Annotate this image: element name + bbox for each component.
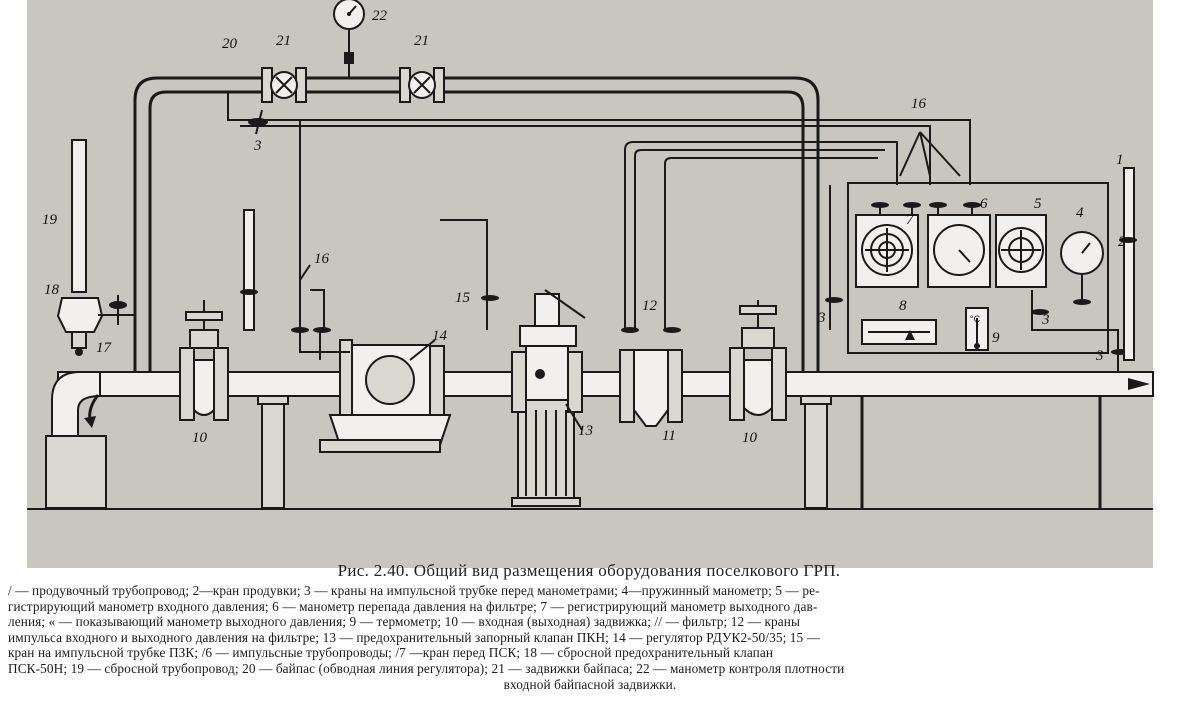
safety-shutoff-valve	[481, 289, 586, 507]
label-16-left: 16	[314, 251, 330, 267]
bypass-density-manometer	[333, 0, 365, 78]
impulse-crane-bypass	[248, 109, 268, 135]
label-8: 8	[899, 298, 907, 314]
figure-legend: / — продувочный трубопровод; 2—кран прод…	[8, 583, 1172, 692]
label-11: 11	[662, 428, 676, 444]
label-21-right: 21	[414, 33, 429, 49]
label-leaders	[299, 131, 961, 431]
legend-line: / — продувочный трубопровод; 2—кран прод…	[8, 583, 820, 598]
inlet-gate-valve	[179, 300, 229, 421]
impulse-tubes-top	[227, 92, 971, 330]
filter	[619, 327, 683, 427]
outlet-gate-valve	[729, 300, 787, 421]
instrument-panel	[825, 182, 1129, 509]
bypass-line	[133, 76, 820, 372]
label-16-right: 16	[911, 96, 927, 112]
legend-line: ПСК-50Н; 19 — сбросной трубопровод; 20 —…	[8, 660, 845, 676]
legend-line: ления; « — показывающий манометр выходно…	[8, 614, 801, 630]
bypass-gate-valve-left	[261, 67, 307, 103]
vertical-gauge-tube	[240, 209, 258, 331]
legend-line: входной байпасной задвижки.	[503, 676, 677, 692]
bypass-gate-valve-right	[399, 67, 445, 103]
figure-caption: Рис. 2.40. Общий вид размещения оборудов…	[337, 561, 841, 580]
legend-line: гистрирующий манометр входного давления;…	[8, 598, 818, 614]
label-21-left: 21	[276, 33, 291, 49]
callout-labels: 1 2 3 3 3 3 4 5 6 7 8 9 10 10 11 12 13 1…	[42, 8, 1126, 446]
label-4: 4	[1076, 205, 1084, 221]
label-1: 1	[1116, 152, 1124, 168]
label-3-right: 3	[1095, 348, 1104, 364]
label-3-bypass: 3	[253, 138, 262, 154]
label-17: 17	[96, 340, 113, 356]
pressure-regulator	[291, 289, 452, 453]
label-12: 12	[642, 298, 658, 314]
pipe-supports	[257, 395, 832, 509]
label-10-inlet: 10	[192, 430, 208, 446]
label-3-left: 3	[817, 310, 826, 326]
label-14: 14	[432, 328, 448, 344]
label-5: 5	[1034, 196, 1042, 212]
label-22: 22	[372, 8, 388, 24]
label-19: 19	[42, 212, 58, 228]
label-15: 15	[455, 290, 471, 306]
label-10-outlet: 10	[742, 430, 758, 446]
purge-pipeline	[1119, 167, 1137, 361]
label-13: 13	[578, 423, 593, 439]
label-20: 20	[222, 36, 238, 52]
label-2: 2	[1118, 234, 1126, 250]
main-pipeline	[45, 371, 1154, 509]
legend-line: импульса входного и выходного давления н…	[8, 629, 821, 645]
thermometer-mark: °C	[970, 314, 981, 324]
label-7: 7	[906, 212, 915, 228]
label-18: 18	[44, 282, 60, 298]
legend-line: кран на импульсной трубке ПЗК; /6 — импу…	[8, 645, 774, 661]
label-9: 9	[992, 330, 1000, 346]
label-3-board: 3	[1041, 312, 1050, 328]
label-6: 6	[980, 196, 988, 212]
relief-valve-assembly	[56, 139, 135, 356]
equipment-layout-diagram: 1 2 3 3 3 3 4 5 6 7 8 9 10 10 11 12 13 1…	[27, 0, 1154, 510]
